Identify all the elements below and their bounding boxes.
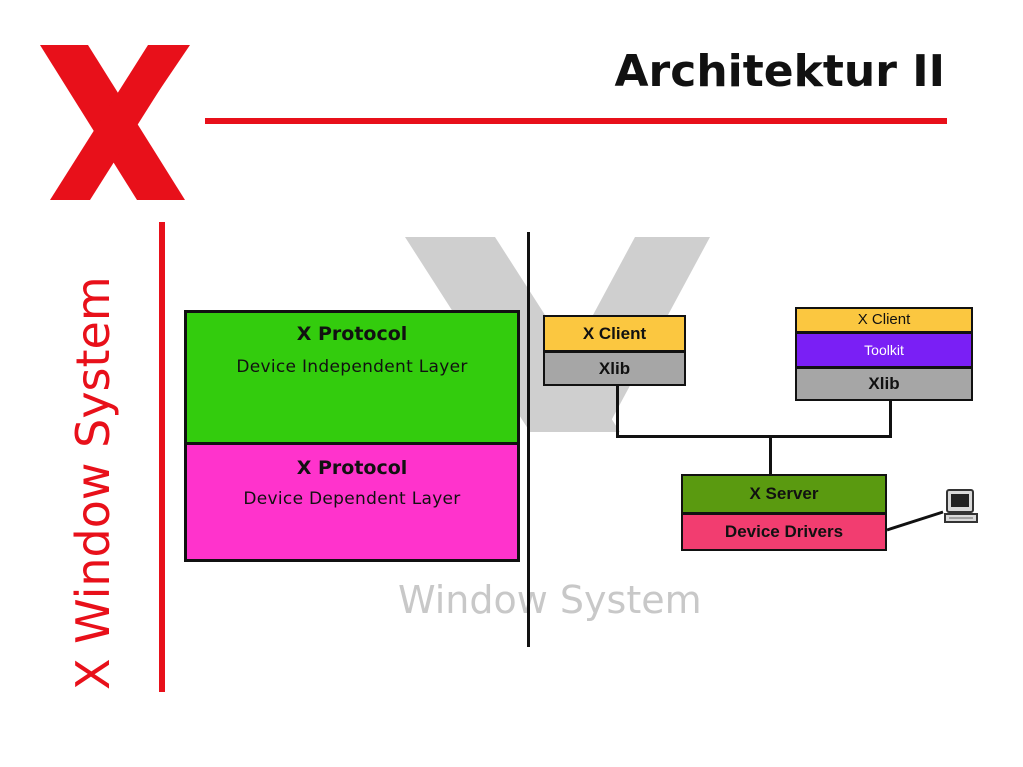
x-logo-icon [40, 45, 190, 200]
connector-client1 [616, 385, 619, 437]
page-title: Architektur II [614, 46, 946, 97]
layer-label: Device Dependent Layer [243, 489, 461, 509]
layer-heading: X Protocol [296, 323, 408, 345]
title-underline [205, 118, 947, 124]
client2-xlib-box: Xlib [795, 367, 973, 401]
connector-horizontal [616, 435, 892, 438]
computer-monitor-icon [944, 489, 978, 523]
device-dependent-layer: X Protocol Device Dependent Layer [184, 442, 520, 562]
client2-toolkit-box: Toolkit [795, 332, 973, 368]
watermark-text: Window System [398, 578, 702, 622]
client2-x-client-box: X Client [795, 307, 973, 333]
device-independent-layer: X Protocol Device Independent Layer [184, 310, 520, 445]
client1-xlib-box: Xlib [543, 351, 686, 386]
center-divider [527, 232, 530, 647]
side-title: X Window System [66, 276, 120, 690]
x-server-box: X Server [681, 474, 887, 514]
layer-heading: X Protocol [296, 457, 408, 479]
device-drivers-box: Device Drivers [681, 513, 887, 551]
monitor-connector [886, 510, 944, 532]
connector-server [769, 435, 772, 475]
client1-x-client-box: X Client [543, 315, 686, 352]
layer-label: Device Independent Layer [236, 357, 468, 377]
side-divider [159, 222, 165, 692]
connector-client2 [889, 400, 892, 437]
